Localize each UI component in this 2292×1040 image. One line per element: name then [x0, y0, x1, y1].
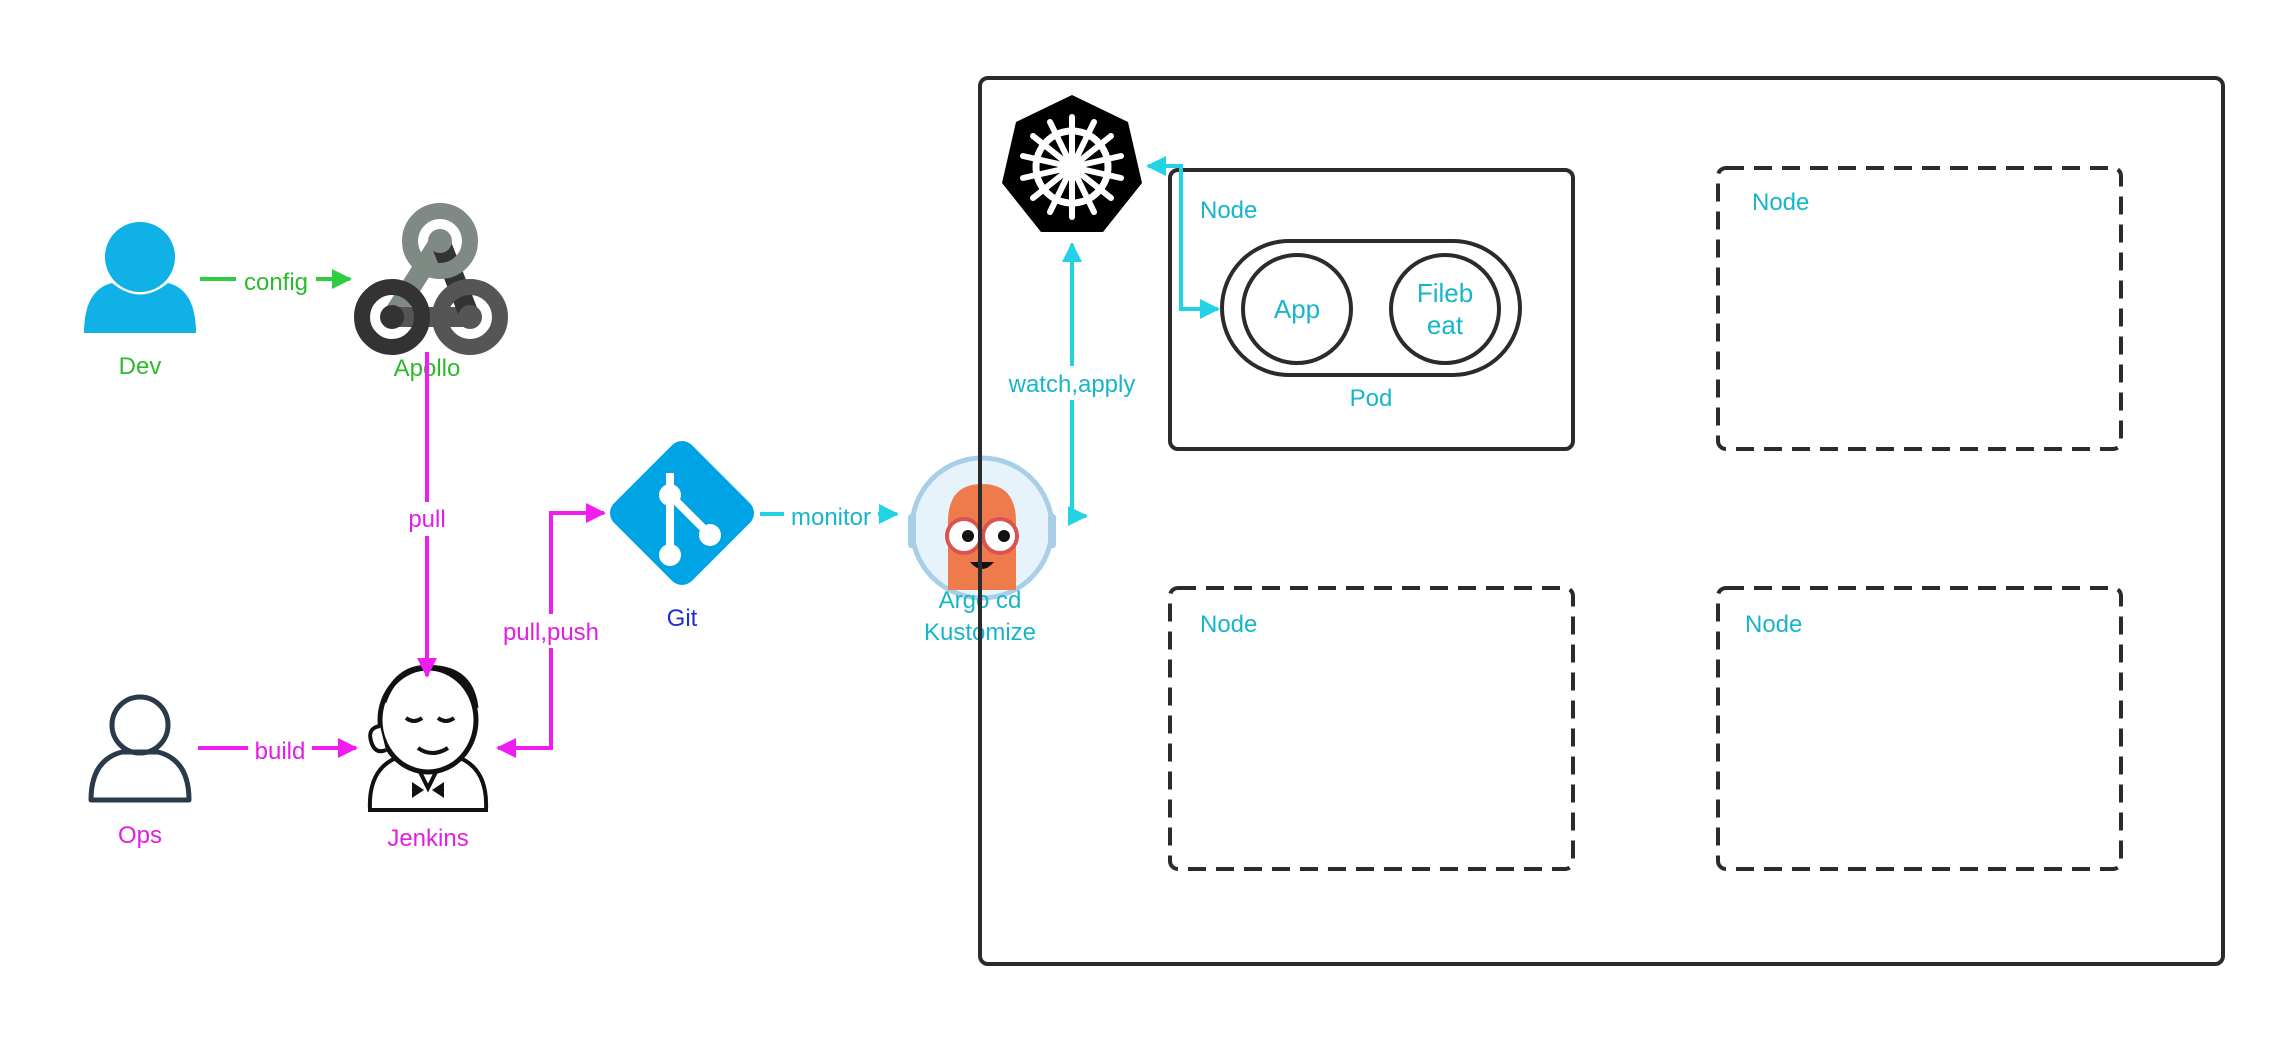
dev-label: Dev [119, 353, 162, 380]
pod [1220, 239, 1522, 377]
node-main-label: Node [1200, 197, 1257, 224]
container-filebeat-label-line1: Fileb [1417, 278, 1473, 308]
edge-pull-push-label: pull,push [503, 619, 599, 646]
git-label: Git [667, 605, 698, 632]
ops-label: Ops [118, 822, 162, 849]
container-app [1241, 253, 1353, 365]
edge-monitor-label: monitor [791, 504, 871, 531]
git-icon [610, 441, 754, 585]
dev-user-icon [84, 222, 196, 333]
edge-build-label: build [255, 738, 306, 765]
pod-label: Pod [1350, 385, 1393, 412]
jenkins-label: Jenkins [387, 825, 468, 852]
edge-watch-apply-arrow [1062, 242, 1088, 526]
ops-user-outline-icon [88, 694, 192, 803]
edge-config-label: config [244, 269, 308, 296]
kubernetes-helm-icon [1002, 95, 1142, 232]
container-app-label: App [1274, 294, 1320, 324]
jenkins-butler-icon [367, 664, 489, 812]
node-bottom-right [1716, 586, 2123, 871]
kubernetes-cluster-frame [978, 76, 2225, 966]
apollo-webhook-icon [354, 203, 508, 355]
edge-watch-apply-label: watch,apply [1008, 371, 1136, 398]
container-filebeat [1389, 253, 1501, 365]
container-filebeat-label-line2: eat [1427, 310, 1464, 340]
node-bottom-left-label: Node [1200, 611, 1257, 638]
node-bottom-left [1168, 586, 1575, 871]
node-bottom-right-label: Node [1745, 611, 1802, 638]
node-top-right [1716, 166, 2123, 451]
node-top-right-label: Node [1752, 189, 1809, 216]
edge-k8s-pod-arrow [1146, 156, 1220, 319]
edge-pull-label: pull [408, 506, 445, 533]
